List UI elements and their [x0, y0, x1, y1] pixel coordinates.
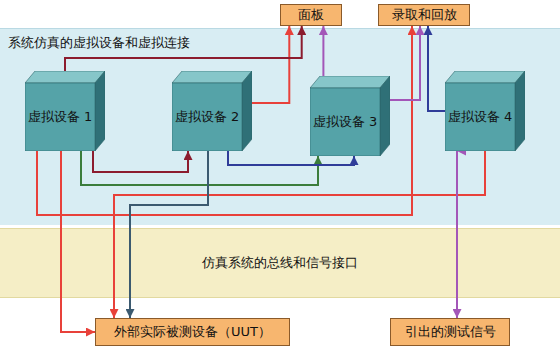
label-box: 外部实际被测设备（UUT）: [95, 318, 290, 346]
connector: [61, 151, 95, 332]
box-label: 外部实际被测设备（UUT）: [114, 324, 271, 340]
label-box: 录取和回放: [378, 4, 470, 26]
cube-face: 虚拟设备 2: [172, 83, 242, 151]
connector: [228, 151, 354, 165]
connector: [65, 26, 302, 71]
device-label: 虚拟设备 3: [313, 114, 377, 130]
connector: [37, 26, 412, 215]
connector: [130, 151, 208, 318]
cube-face: 虚拟设备 4: [445, 83, 515, 151]
box-label: 面板: [298, 7, 324, 23]
band-label: 仿真系统的总线和信号接口: [202, 255, 358, 271]
device-label: 虚拟设备 1: [28, 109, 92, 125]
cube-face: 虚拟设备 1: [25, 83, 95, 151]
label-box: 引出的测试信号: [390, 318, 510, 346]
device-cube: 虚拟设备 1: [25, 71, 105, 151]
connector: [81, 151, 318, 185]
device-cube: 虚拟设备 3: [310, 76, 390, 156]
region-title: 系统仿真的虚拟设备和虚拟连接: [8, 35, 190, 51]
label-box: 面板: [280, 4, 342, 26]
device-cube: 虚拟设备 4: [445, 71, 525, 151]
box-label: 录取和回放: [392, 7, 457, 23]
connector: [390, 26, 420, 100]
connector: [93, 151, 188, 172]
cube-face: 虚拟设备 3: [310, 88, 380, 156]
device-label: 虚拟设备 4: [448, 109, 512, 125]
connector: [456, 151, 458, 318]
connector: [114, 151, 485, 318]
device-cube: 虚拟设备 2: [172, 71, 252, 151]
box-label: 引出的测试信号: [405, 324, 496, 340]
bus-band: 仿真系统的总线和信号接口: [0, 228, 560, 298]
device-label: 虚拟设备 2: [175, 109, 239, 125]
connector: [322, 26, 324, 76]
connector: [252, 26, 289, 103]
connector: [428, 26, 445, 111]
